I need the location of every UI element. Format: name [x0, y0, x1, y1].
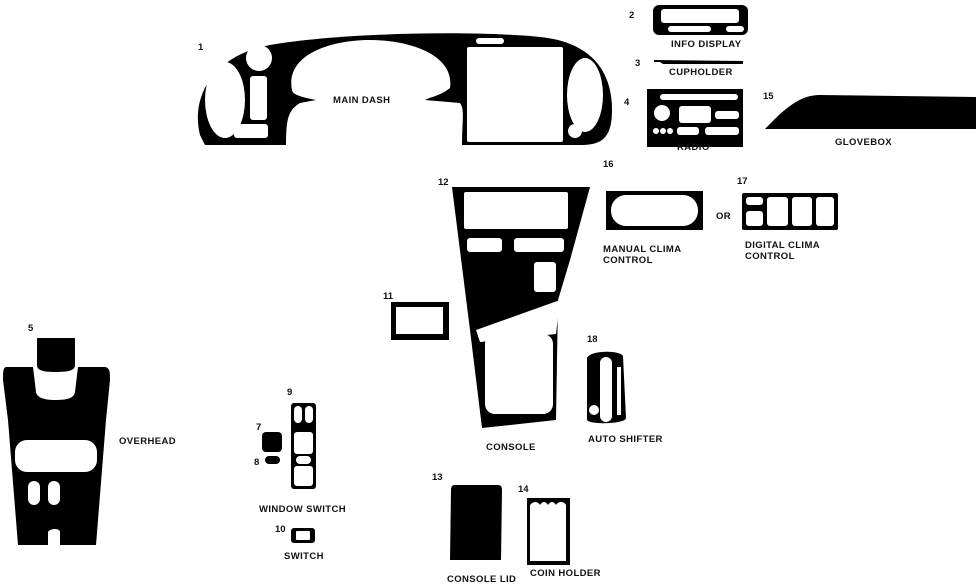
window-switch-part — [291, 403, 316, 489]
part-8 — [265, 456, 280, 464]
part-number-9: 9 — [287, 387, 292, 398]
info-display-part — [653, 5, 748, 35]
part-7 — [262, 432, 282, 452]
digital-clima-control-part — [742, 193, 838, 230]
part-number-18: 18 — [587, 334, 598, 345]
console-part — [452, 187, 590, 428]
part-number-3: 3 — [635, 58, 640, 69]
switch-part — [291, 528, 315, 543]
part-number-15: 15 — [763, 91, 774, 102]
coin-holder-label: COIN HOLDER — [530, 568, 601, 579]
manual-clima-label-line1: MANUAL CLIMA — [603, 244, 682, 255]
part-number-7: 7 — [256, 422, 261, 433]
part-number-2: 2 — [629, 10, 634, 21]
part-number-16: 16 — [603, 159, 614, 170]
overhead-label: OVERHEAD — [119, 436, 176, 447]
console-label: CONSOLE — [486, 442, 536, 453]
cupholder-label: CUPHOLDER — [669, 67, 733, 78]
part-number-4: 4 — [624, 97, 630, 108]
main-dash-label: MAIN DASH — [333, 95, 390, 106]
part-11 — [391, 302, 449, 340]
console-lid-part — [450, 485, 502, 560]
part-number-14: 14 — [518, 484, 529, 495]
part-number-1: 1 — [198, 42, 204, 53]
manual-clima-label-line2: CONTROL — [603, 255, 653, 266]
part-number-12: 12 — [438, 177, 449, 188]
part-number-11: 11 — [383, 291, 394, 302]
info-display-label: INFO DISPLAY — [671, 39, 742, 50]
radio-part — [647, 89, 743, 147]
glovebox-part — [765, 95, 976, 129]
coin-holder-part — [527, 498, 570, 565]
part-number-10: 10 — [275, 524, 286, 535]
cupholder-part — [654, 60, 743, 64]
glovebox-label: GLOVEBOX — [835, 137, 892, 148]
manual-clima-control-part — [606, 191, 703, 230]
part-number-5: 5 — [28, 323, 34, 334]
digital-clima-label-line2: CONTROL — [745, 251, 795, 262]
overhead-part — [3, 338, 110, 545]
or-text: OR — [716, 211, 731, 222]
switch-label: SWITCH — [284, 551, 324, 562]
auto-shifter-label: AUTO SHIFTER — [588, 434, 663, 445]
console-lid-label: CONSOLE LID — [447, 574, 516, 585]
main-dash-part — [197, 33, 612, 145]
digital-clima-label-line1: DIGITAL CLIMA — [745, 240, 820, 251]
radio-label: RADIO — [677, 142, 710, 153]
part-number-8: 8 — [254, 457, 259, 468]
part-number-17: 17 — [737, 176, 748, 187]
auto-shifter-part — [587, 351, 626, 424]
window-switch-label: WINDOW SWITCH — [259, 504, 346, 515]
part-number-13: 13 — [432, 472, 443, 483]
